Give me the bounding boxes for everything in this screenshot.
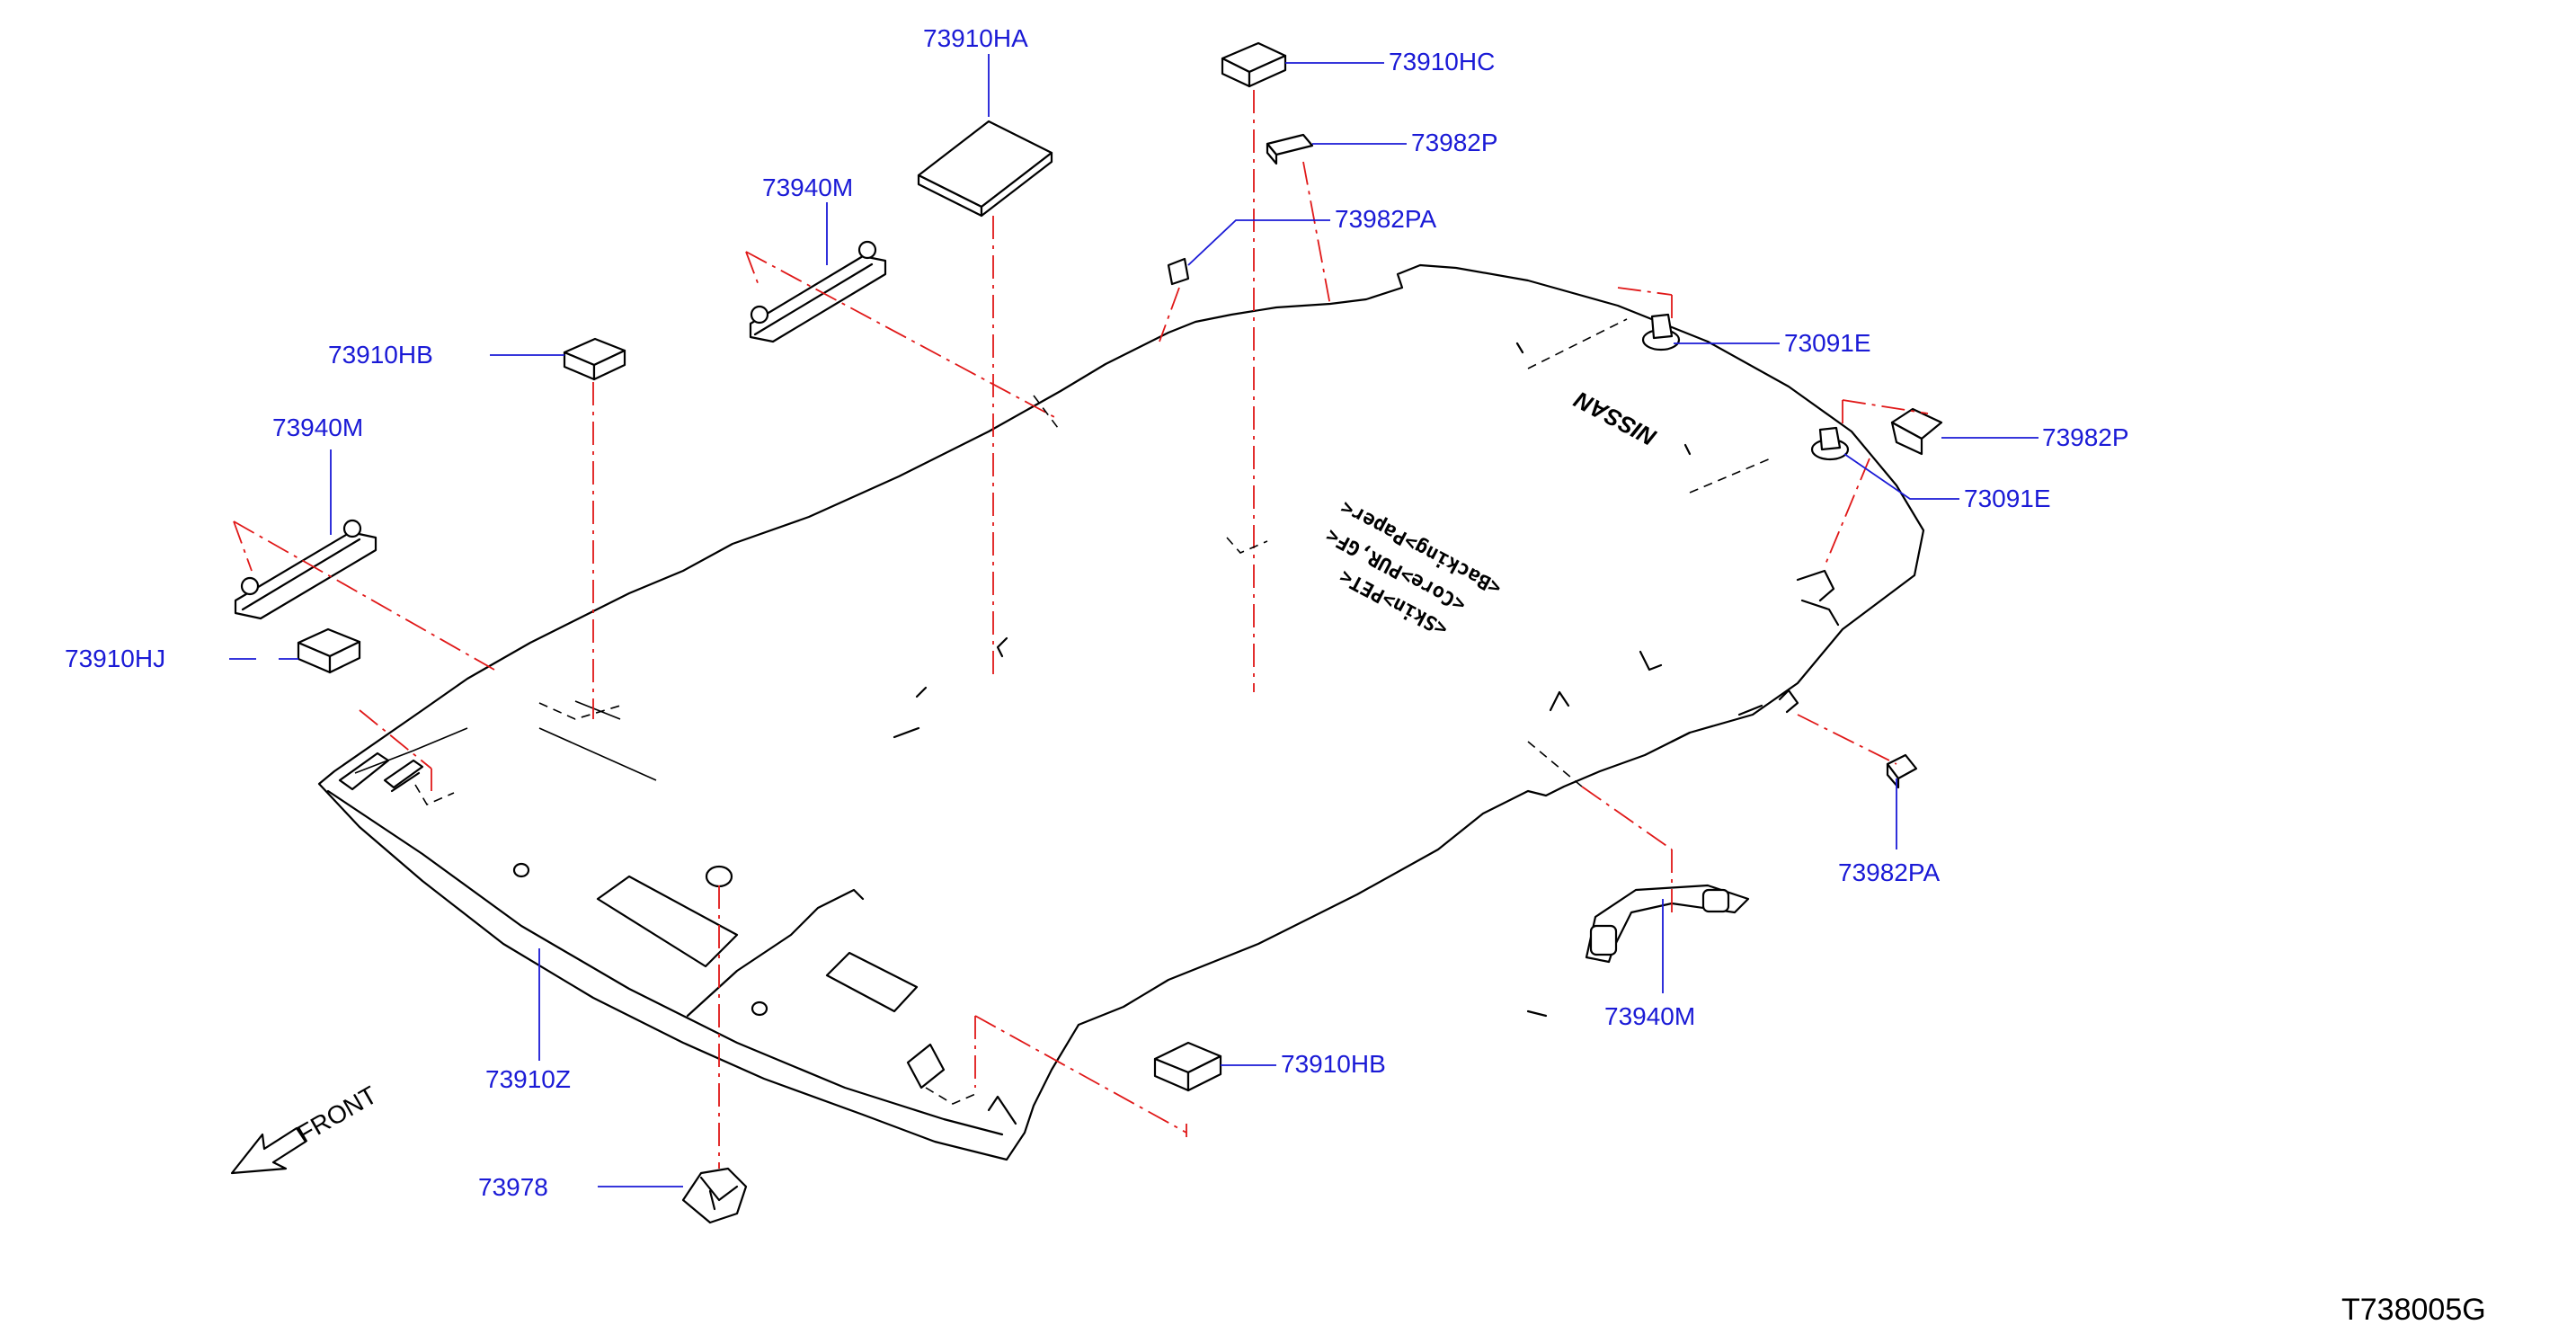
callout-73910ha: 73910HA: [923, 24, 1028, 52]
pad-73910hb-bottom: [1153, 1041, 1222, 1092]
callout-leaders: [229, 54, 2039, 1187]
callout-73940m-upper: 73940M: [762, 173, 853, 201]
callout-73982p-right: 73982P: [2042, 423, 2129, 451]
callout-73910hb-bottom: 73910HB: [1281, 1050, 1386, 1078]
pad-73910hj: [297, 627, 361, 674]
front-arrow-icon: [230, 1126, 307, 1175]
pad-73910hb-top: [563, 337, 626, 381]
callout-73982pa-top: 73982PA: [1335, 205, 1436, 233]
assembly-chain-lines: [233, 90, 1929, 1169]
callout-73910hc: 73910HC: [1389, 48, 1495, 76]
callout-73940m-lower: 73940M: [1604, 1002, 1695, 1030]
clip-73091e-upper: [1641, 313, 1681, 351]
assist-grip-73940m-lower: [1585, 884, 1750, 964]
dome-cap: [705, 865, 733, 888]
front-indicator: FRONT: [230, 1081, 382, 1175]
pad-73910hc: [1221, 41, 1287, 88]
callout-73910hb-top: 73910HB: [328, 341, 433, 369]
clip-73091e-lower: [1810, 426, 1850, 461]
clip-73982pa-top: [1167, 257, 1190, 286]
figure-code: T738005G: [2341, 1293, 2486, 1327]
clip-73982pa-right: [1886, 753, 1918, 789]
callout-73910z: 73910Z: [485, 1065, 571, 1093]
callout-73978: 73978: [478, 1173, 548, 1201]
callout-73982p-top: 73982P: [1411, 129, 1498, 156]
dome-lamp-73978: [681, 1167, 748, 1224]
pad-73910ha: [917, 120, 1053, 218]
assist-grip-73940m-left: [234, 519, 378, 620]
callout-73940m-left: 73940M: [272, 414, 363, 441]
callout-73091e-lower: 73091E: [1964, 485, 2051, 512]
front-label: FRONT: [293, 1081, 382, 1148]
installation-outlines: [414, 318, 1772, 1105]
clip-73982p-right: [1890, 407, 1943, 456]
callout-labels: 73910HC 73910HA 73982P 73982PA 73940M 73…: [65, 24, 2129, 1201]
callout-73982pa-right: 73982PA: [1838, 858, 1940, 886]
assist-grip-73940m-upper: [749, 240, 887, 343]
clip-73982p-top: [1266, 133, 1314, 165]
headlining-panel: [317, 263, 1925, 1161]
callout-73091e-upper: 73091E: [1784, 329, 1871, 357]
callout-73910hj: 73910HJ: [65, 645, 165, 672]
